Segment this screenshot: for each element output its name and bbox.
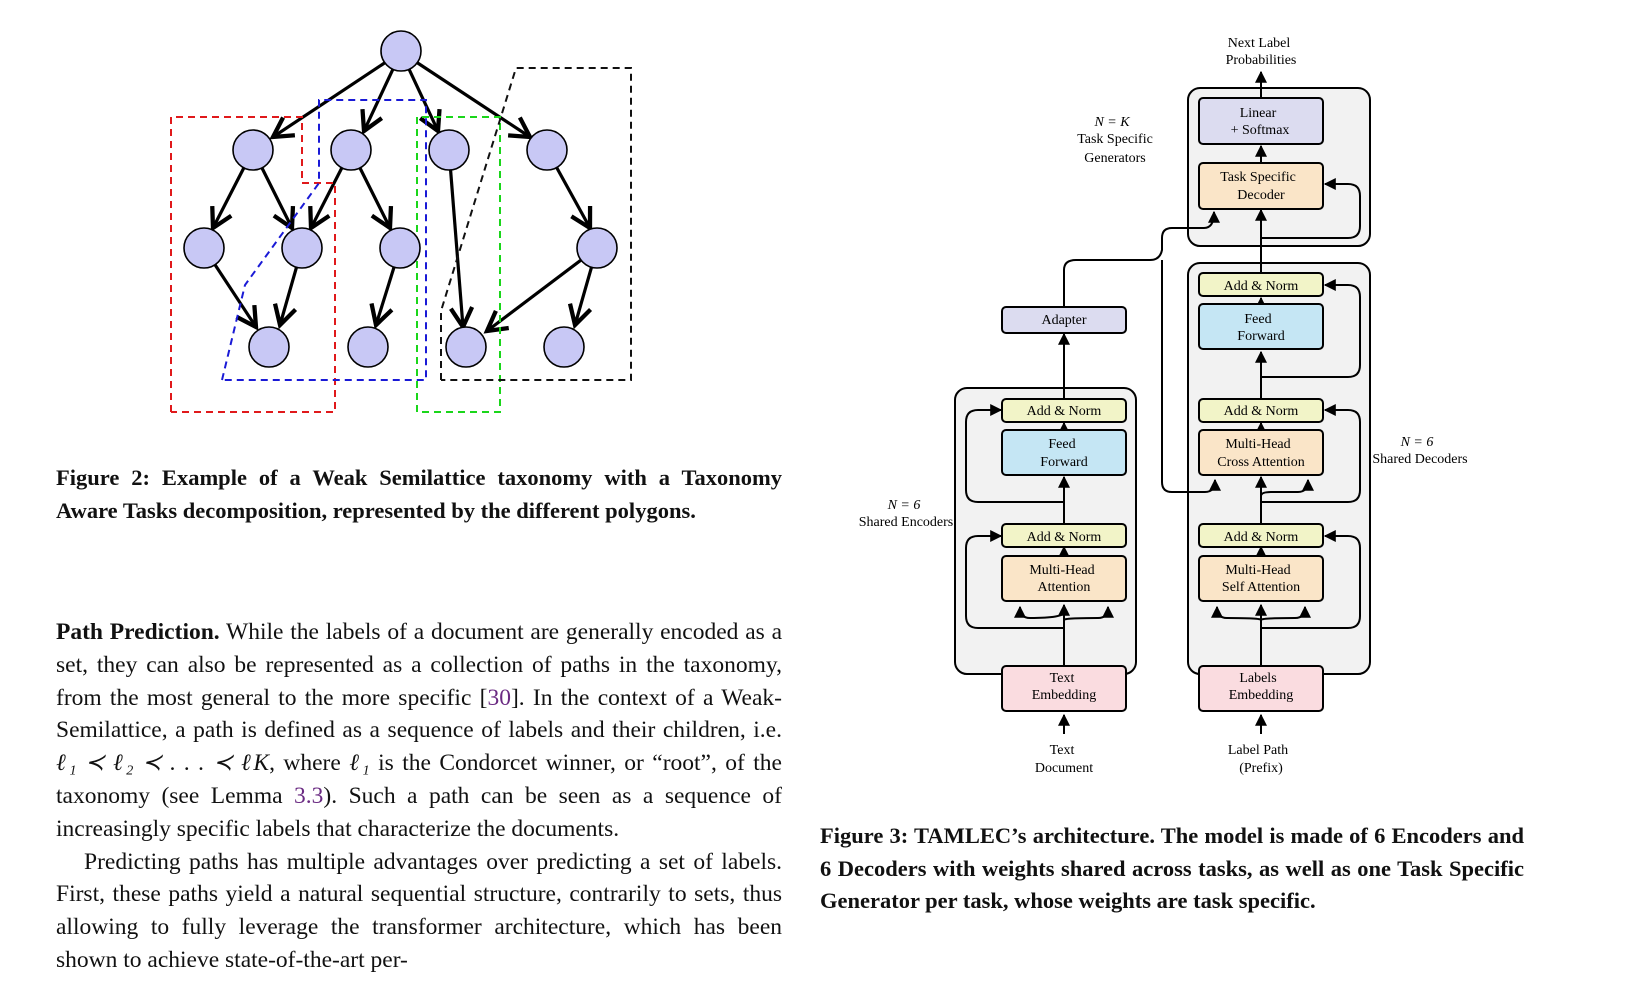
paragraph-heading: Path Prediction. — [56, 619, 220, 645]
citation-link[interactable]: 30 — [487, 684, 511, 711]
box-label: Text — [1050, 671, 1075, 686]
box-label: Add & Norm — [1027, 530, 1102, 545]
text-run: is the Condorcet winner, or “root”, of t… — [56, 750, 782, 809]
taxonomy-node — [183, 227, 225, 269]
taxonomy-node — [232, 129, 274, 171]
text-run: , where — [269, 750, 350, 777]
encoder-add-norm-box — [1001, 523, 1127, 548]
box-label: Embedding — [1229, 688, 1294, 703]
side-label: Generators — [1084, 151, 1145, 166]
box-label: Cross Attention — [1217, 455, 1305, 470]
box-label: Feed — [1048, 437, 1075, 452]
decoder-add-norm-box — [1198, 398, 1324, 423]
box-label: Feed — [1244, 312, 1271, 327]
text-run: ]. In the context of a Weak-Semilattice,… — [56, 684, 782, 744]
generator-count-label: N = K — [1093, 115, 1130, 130]
edge — [400, 50, 530, 137]
cross-attention-box — [1198, 429, 1324, 476]
box-label: Add & Norm — [1027, 404, 1102, 419]
encoder-feed-forward-box — [1001, 429, 1127, 476]
taxonomy-node — [445, 326, 487, 368]
input-label: Label Path — [1228, 743, 1288, 758]
box-label: + Softmax — [1231, 123, 1290, 138]
math-expression: ℓ₁ — [349, 750, 370, 777]
math-expression: ℓ₁ ≺ ℓ₂ ≺ . . . ≺ ℓK — [56, 750, 270, 777]
multi-head-attention-box — [1001, 555, 1127, 602]
edge — [273, 50, 402, 137]
box-label: Multi-Head — [1029, 563, 1094, 578]
text-run: While the labels of a document are gener… — [56, 619, 782, 711]
decoder-add-norm-box — [1198, 523, 1324, 548]
taxonomy-node — [576, 227, 618, 269]
input-label: (Prefix) — [1239, 761, 1283, 776]
box-label: Add & Norm — [1224, 404, 1299, 419]
taxonomy-node — [281, 227, 323, 269]
edge — [487, 246, 598, 331]
input-label: Text — [1050, 743, 1075, 758]
figure-3-caption: Figure 3: TAMLEC’s architecture. The mod… — [820, 823, 1524, 913]
box-label: Self Attention — [1222, 580, 1300, 595]
box-label: Linear — [1240, 106, 1277, 121]
labels-embedding-box — [1198, 665, 1324, 712]
taxonomy-node — [543, 326, 585, 368]
blue-task-polygon — [221, 99, 427, 381]
figure-2-taxonomy-diagram — [170, 30, 632, 413]
box-label: Forward — [1237, 329, 1284, 344]
encoder-add-norm-box — [1001, 398, 1127, 423]
box-label: Multi-Head — [1225, 437, 1290, 452]
body-text: Path Prediction. While the labels of a d… — [56, 616, 782, 977]
decoder-count-label: N = 6 — [1400, 435, 1434, 450]
decoder-feed-forward-box — [1198, 303, 1324, 350]
box-label: Task Specific — [1220, 170, 1296, 185]
box-label: Attention — [1038, 580, 1091, 595]
taxonomy-node — [330, 129, 372, 171]
side-label: Task Specific — [1077, 132, 1153, 147]
input-label: Document — [1035, 761, 1093, 776]
paragraph-advantages: Predicting paths has multiple advantages… — [56, 848, 782, 973]
box-label: Labels — [1239, 671, 1276, 686]
paragraph-path-prediction: Path Prediction. While the labels of a d… — [56, 616, 782, 846]
text-run: ). Such a path can be seen as a sequence… — [56, 782, 782, 842]
box-label: Add & Norm — [1224, 530, 1299, 545]
box-label: Adapter — [1041, 313, 1086, 328]
lemma-link[interactable]: 3.3 — [294, 782, 324, 809]
self-attention-box — [1198, 555, 1324, 602]
side-label: Shared Encoders — [859, 515, 953, 530]
figure-2-caption: Figure 2: Example of a Weak Semilattice … — [56, 465, 782, 523]
task-specific-decoder-box — [1198, 162, 1324, 210]
taxonomy-node — [379, 227, 421, 269]
box-label: Decoder — [1237, 188, 1285, 203]
black-task-polygon — [440, 67, 632, 381]
text-embedding-box — [1001, 665, 1127, 712]
taxonomy-node — [526, 129, 568, 171]
output-label: Probabilities — [1226, 53, 1297, 68]
linear-softmax-box — [1198, 97, 1324, 145]
box-label: Forward — [1040, 455, 1087, 470]
box-label: Multi-Head — [1225, 563, 1290, 578]
figure-3-architecture-diagram: Next Label Probabilities Linear + Softma… — [859, 36, 1468, 776]
red-task-polygon — [170, 116, 336, 413]
output-label: Next Label — [1228, 36, 1291, 51]
adapter-box — [1001, 306, 1127, 334]
taxonomy-node — [428, 129, 470, 171]
side-label: Shared Decoders — [1372, 452, 1467, 467]
box-label: Embedding — [1032, 688, 1097, 703]
box-label: Add & Norm — [1224, 279, 1299, 294]
taxonomy-node — [248, 326, 290, 368]
taxonomy-node — [347, 326, 389, 368]
encoder-count-label: N = 6 — [887, 498, 921, 513]
decoder-add-norm-box — [1198, 272, 1324, 297]
edge — [447, 149, 463, 327]
taxonomy-node — [380, 30, 422, 72]
green-task-polygon — [416, 116, 501, 413]
